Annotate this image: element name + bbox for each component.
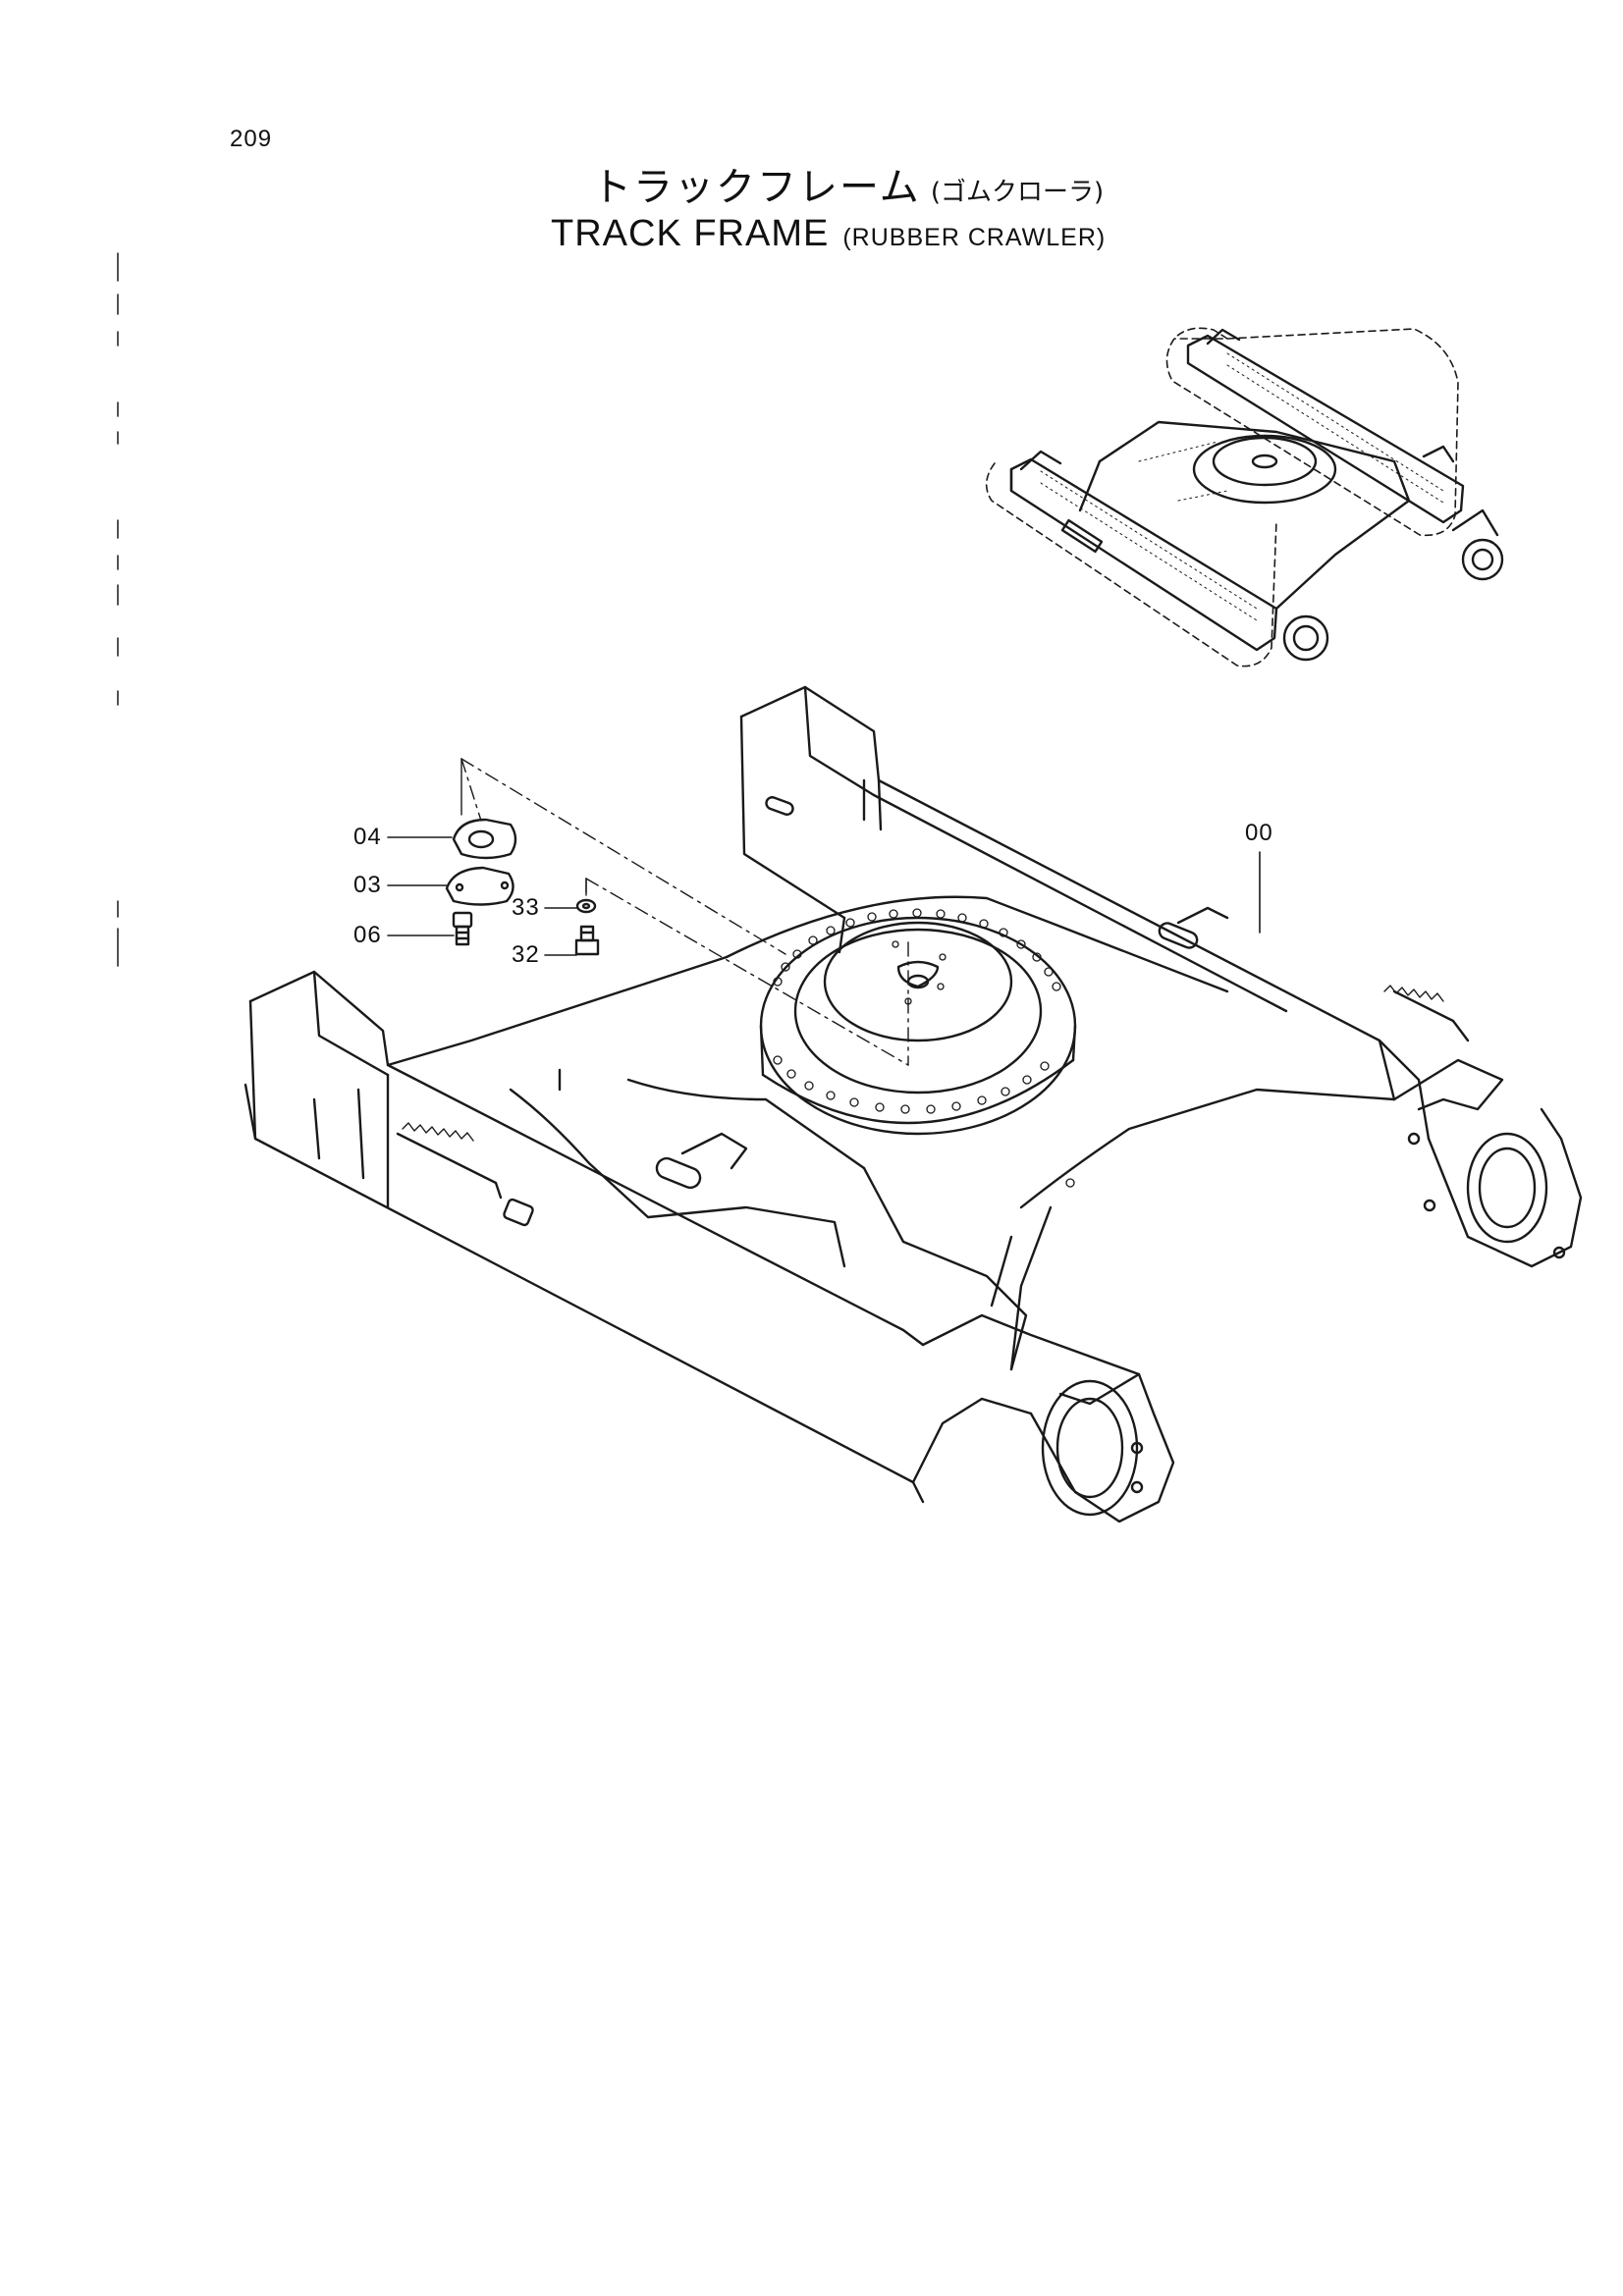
callout-04: 04 xyxy=(353,824,382,850)
callout-06: 06 xyxy=(353,922,382,948)
title-jp: トラックフレーム xyxy=(592,165,921,210)
reference-view xyxy=(985,327,1504,667)
subtitle-jp: (ゴムクローラ) xyxy=(930,178,1105,207)
exploded-parts xyxy=(387,758,1261,1066)
callout-33: 33 xyxy=(512,894,540,921)
subtitle-en: (RUBBER CRAWLER) xyxy=(842,224,1107,251)
callout-32: 32 xyxy=(512,941,540,968)
page-number: 209 xyxy=(230,126,273,152)
callout-03: 03 xyxy=(353,872,382,898)
callout-00: 00 xyxy=(1245,820,1273,846)
title-jp-line: トラックフレーム (ゴムクローラ) xyxy=(592,155,1104,212)
title-en-line: TRACK FRAME (RUBBER CRAWLER) xyxy=(551,213,1106,255)
title-en: TRACK FRAME xyxy=(551,213,830,254)
track-frame-body xyxy=(243,685,1583,1523)
